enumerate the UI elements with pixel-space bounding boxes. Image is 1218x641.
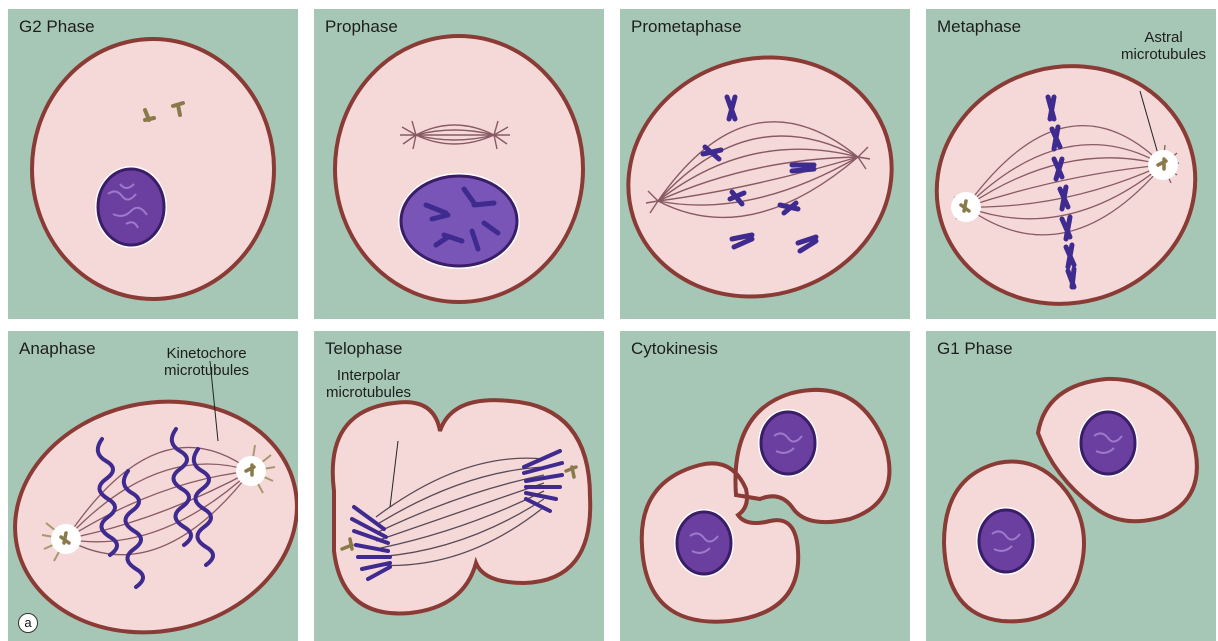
- cytokinesis-cell-illustration: [620, 331, 910, 641]
- panel-title: Prometaphase: [631, 17, 742, 37]
- interpolar-microtubules-label: Interpolar microtubules: [326, 367, 411, 401]
- panel-title: Prophase: [325, 17, 398, 37]
- g1-phase-cell-illustration: [926, 331, 1216, 641]
- anaphase-cell-illustration: [8, 331, 298, 641]
- figure-label-badge: a: [18, 613, 38, 633]
- panel-title: Cytokinesis: [631, 339, 718, 359]
- panel-title: Anaphase: [19, 339, 96, 359]
- panel-title: G2 Phase: [19, 17, 95, 37]
- panel-g2-phase: G2 Phase: [8, 9, 298, 319]
- kinetochore-microtubules-label: Kinetochore microtubules: [164, 345, 249, 379]
- panel-title: Telophase: [325, 339, 403, 359]
- panel-telophase: Telophase Interpolar microtubules: [314, 331, 604, 641]
- prometaphase-cell-illustration: [620, 9, 910, 319]
- panel-metaphase: Metaphase Astral microtubules: [926, 9, 1216, 319]
- panel-prophase: Prophase: [314, 9, 604, 319]
- prophase-cell-illustration: [314, 9, 604, 319]
- panel-title: G1 Phase: [937, 339, 1013, 359]
- panel-anaphase: Anaphase Kinetochore microtubules a: [8, 331, 298, 641]
- astral-microtubules-label: Astral microtubules: [1121, 29, 1206, 63]
- g2-phase-cell-illustration: [8, 9, 298, 319]
- panel-g1-phase: G1 Phase: [926, 331, 1216, 641]
- panel-prometaphase: Prometaphase: [620, 9, 910, 319]
- panel-title: Metaphase: [937, 17, 1021, 37]
- panel-cytokinesis: Cytokinesis: [620, 331, 910, 641]
